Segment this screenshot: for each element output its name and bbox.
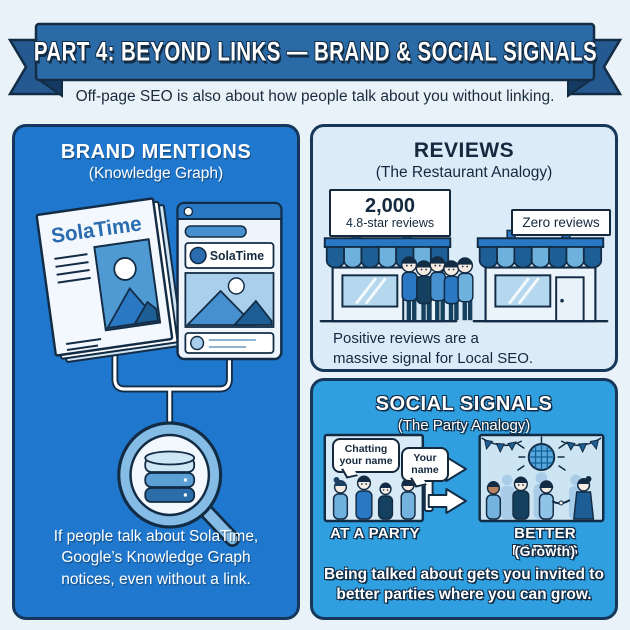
browser-card-icon (176, 201, 283, 361)
connector-lines (111, 349, 233, 429)
intro-text: Off-page SEO is also about how people ta… (75, 88, 555, 105)
brand-mentions-subtitle: (Knowledge Graph) (88, 165, 224, 182)
scene-label-right: BETTER PARTIES (512, 525, 578, 559)
brand-mentions-caption: If people talk about SolaTime, Google’s … (15, 526, 297, 590)
awning-icon (478, 246, 603, 269)
reviews-caption: Positive reviews are a massive signal fo… (333, 329, 533, 369)
social-signals-caption: Being talked about gets you invited to b… (313, 565, 615, 606)
magnifier-database-icon (117, 421, 241, 547)
bunting-icon (481, 437, 602, 454)
brand-mentions-panel: SolaTime (12, 124, 300, 620)
social-signals-subtitle: (The Party Analogy) (397, 417, 531, 434)
banner-title: PART 4: BEYOND LINKS — BRAND & SOCIAL SI… (33, 24, 597, 80)
review-count-label: 4.8-star reviews (345, 215, 435, 230)
caption-line: massive signal for Local SEO. (333, 349, 534, 367)
reviews-title: REVIEWS (413, 139, 515, 162)
speech-bubble-1: Chatting your name (332, 438, 400, 473)
brand-mentions-illustration: SolaTime (35, 197, 283, 547)
social-signals-illustration (323, 433, 605, 523)
social-card-name: SolaTime (210, 249, 264, 263)
party-scene-right-icon (478, 433, 605, 523)
caption-line: Google’s Knowledge Graph (61, 549, 251, 567)
scene-label-left: AT A PARTY (330, 525, 420, 542)
banner-title-text: PART 4: BEYOND LINKS — BRAND & SOCIAL SI… (33, 36, 597, 67)
empty-store-sign: Zero reviews (511, 209, 611, 236)
review-count: 2,000 (364, 194, 416, 217)
newspaper-icon: SolaTime (35, 197, 184, 363)
storefront-empty-icon (472, 229, 609, 323)
reviews-panel: REVIEWS (The Restaurant Analogy) 2,000 4… (310, 124, 618, 372)
speech-bubble-2: Your name (401, 447, 449, 482)
reviews-subtitle: (The Restaurant Analogy) (375, 164, 553, 181)
social-signals-title: SOCIAL SIGNALS (375, 393, 553, 415)
caption-line: notices, even without a link. (61, 570, 251, 588)
ribbon-icon (7, 22, 623, 98)
ribbon-banner: PART 4: BEYOND LINKS — BRAND & SOCIAL SI… (0, 8, 630, 100)
caption-line: better parties where you can grow. (336, 586, 592, 604)
caption-line: If people talk about SolaTime, (53, 528, 259, 545)
brand-mentions-title: BRAND MENTIONS (60, 141, 252, 163)
caption-line: Being talked about gets you invited to (324, 566, 604, 583)
social-signals-panel: SOCIAL SIGNALS (The Party Analogy) Chatt… (310, 378, 618, 620)
database-icon (144, 450, 196, 503)
caption-line: Positive reviews are a (333, 330, 479, 347)
disco-ball-icon (517, 436, 566, 471)
busy-store-sign: 2,000 4.8-star reviews (329, 189, 451, 237)
scene-label-right-sub: (Growth) (514, 543, 576, 559)
customer-queue-icon (401, 256, 474, 321)
reviews-illustration (319, 229, 609, 323)
